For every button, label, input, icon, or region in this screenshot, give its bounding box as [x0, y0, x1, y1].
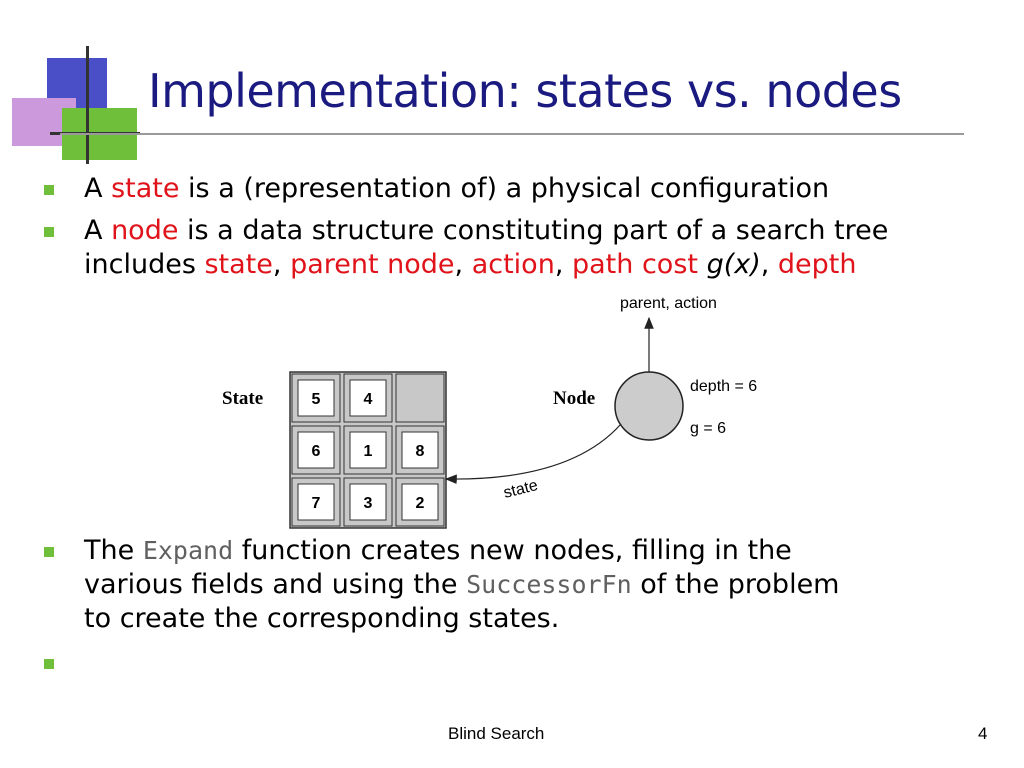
bullet-line-2: includes state, parent node, action, pat… — [84, 248, 1004, 282]
bullet-marker — [44, 547, 54, 557]
puzzle-tile — [297, 379, 335, 417]
bullet-marker — [44, 185, 54, 195]
tile-number: 5 — [312, 391, 321, 408]
separator: , — [554, 249, 572, 280]
puzzle-tile — [401, 483, 439, 521]
title-divider — [60, 133, 964, 135]
bullet-expand-function: The Expand function creates new nodes, f… — [44, 534, 1004, 636]
bullet-text: is a data structure constituting part of… — [178, 215, 889, 246]
slide-title: Implementation: states vs. nodes — [148, 64, 902, 118]
separator: , — [272, 249, 291, 280]
bullet-text: function creates new nodes, filling in t… — [233, 535, 792, 566]
separator — [698, 249, 707, 280]
grid-cell — [395, 373, 445, 423]
state-node-diagram: State 5 4 6 1 8 7 3 2 Node parent, action depth… — [222, 295, 757, 529]
bullet-line-1: A node is a data structure constituting … — [84, 214, 1004, 248]
separator: , — [454, 249, 472, 280]
puzzle-tile — [349, 379, 387, 417]
separator: , — [760, 249, 778, 280]
field-state: state — [204, 249, 273, 280]
bullet-marker — [44, 227, 54, 237]
bullet-line-1: The Expand function creates new nodes, f… — [84, 534, 1004, 568]
bullet-empty — [44, 646, 1004, 680]
tile-number: 4 — [364, 391, 373, 408]
puzzle-tile — [349, 483, 387, 521]
bullet-text: includes — [84, 249, 205, 280]
field-path-cost-variable: g(x) — [706, 249, 761, 280]
tile-number: 7 — [312, 495, 321, 512]
bullet-text: A — [84, 173, 112, 204]
page-number: 4 — [978, 724, 988, 743]
bullet-node-definition: A node is a data structure constituting … — [44, 214, 1004, 282]
g-cost-label: g = 6 — [690, 420, 726, 437]
bullet-text: is a (representation of) a physical conf… — [179, 173, 830, 204]
tile-number: 6 — [312, 443, 321, 460]
code-expand: Expand — [142, 536, 234, 565]
field-action: action — [471, 249, 555, 280]
tile-number: 3 — [364, 495, 373, 512]
bullet-text: The — [84, 535, 143, 566]
bullet-text: various fields and using the — [84, 569, 467, 600]
state-arrow-label: state — [502, 477, 540, 502]
puzzle-tile — [349, 431, 387, 469]
field-path-cost: path cost — [571, 249, 698, 280]
decorative-logo — [12, 46, 140, 164]
puzzle-grid: 5 4 6 1 8 7 3 2 — [289, 371, 447, 529]
bullet-text: of the problem — [631, 569, 840, 600]
bullet-marker — [44, 659, 54, 669]
state-label: State — [222, 388, 263, 409]
code-successorfn: SuccessorFn — [466, 570, 632, 599]
state-arrow — [444, 423, 622, 484]
bullet-state-definition: A state is a (representation of) a physi… — [44, 172, 1004, 206]
field-depth: depth — [777, 249, 857, 280]
depth-label: depth = 6 — [690, 378, 757, 395]
bullet-line-2: various fields and using the SuccessorFn… — [84, 568, 1004, 602]
node-label: Node — [553, 388, 595, 409]
puzzle-tile — [297, 431, 335, 469]
bullet-line-3: to create the corresponding states. — [84, 603, 560, 634]
bullet-text: A — [84, 215, 112, 246]
puzzle-tile — [401, 431, 439, 469]
term-state: state — [111, 173, 180, 204]
footer-title: Blind Search — [448, 724, 545, 743]
term-node: node — [111, 215, 179, 246]
parent-action-label: parent, action — [620, 295, 717, 312]
tile-number: 2 — [416, 495, 425, 512]
node-circle — [614, 371, 684, 441]
puzzle-tile — [297, 483, 335, 521]
field-parent-node: parent node — [290, 249, 455, 280]
tile-number: 8 — [416, 443, 425, 460]
tile-number: 1 — [364, 443, 373, 460]
